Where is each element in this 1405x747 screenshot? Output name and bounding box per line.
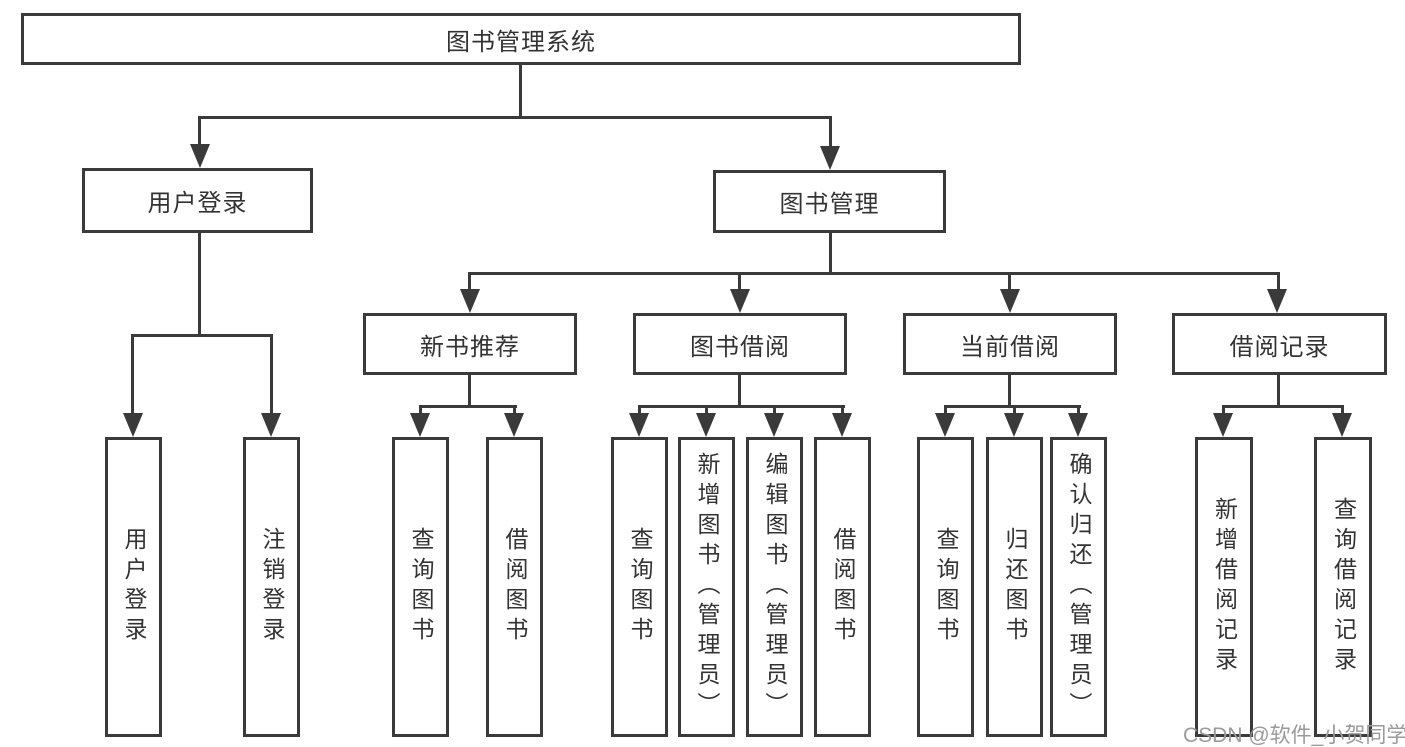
node-book-management: 图书管理 [713,170,946,233]
arrow-down-icon [832,413,852,437]
connector-root-to-user-login [198,116,201,148]
leaf-record-add: 新增借阅记录 [1195,437,1253,737]
leaf-user-login: 用户登录 [105,437,162,737]
connector-drop [1077,405,1080,418]
connector-user-login-bar [131,334,273,337]
connector-to-current-borrow [1008,272,1011,294]
leaf-user-login-label: 用户登录 [121,527,147,647]
connector-to-leaf-user-login [131,334,134,418]
leaf-logout-label: 注销登录 [259,527,285,647]
leaf-current-confirm-return-label: 确认归还（管理员） [1066,452,1092,722]
connector-drop [513,405,516,418]
connector-drop [638,405,641,418]
connector-drop [773,405,776,418]
node-user-login: 用户登录 [82,168,313,233]
leaf-borrow-borrow-book: 借阅图书 [814,437,871,737]
leaf-borrow-query-label: 查询图书 [627,527,653,647]
leaf-current-confirm-return: 确认归还（管理员） [1050,437,1107,737]
leaf-newbook-query-label: 查询图书 [408,527,434,647]
connector-user-login-stem [198,233,201,337]
connector-to-book-borrow [738,272,741,294]
connector-to-new-book-rec [468,272,471,294]
node-borrow-record: 借阅记录 [1172,313,1387,375]
connector-drop [1341,405,1344,418]
connector-current-borrow-bar [944,405,1081,408]
arrow-down-icon [1068,413,1088,437]
node-current-borrow: 当前借阅 [903,313,1117,375]
arrow-down-icon [730,289,750,313]
connector-book-mgmt-bar [468,272,1280,275]
arrow-down-icon [629,413,649,437]
leaf-newbook-borrow: 借阅图书 [486,437,543,737]
arrow-down-icon [696,413,716,437]
leaf-borrow-borrow-book-label: 借阅图书 [830,527,856,647]
arrow-down-icon [764,413,784,437]
leaf-borrow-add-book: 新增图书（管理员） [678,437,735,737]
node-new-book-recommend: 新书推荐 [363,313,577,375]
connector-borrow-record-bar [1222,405,1344,408]
connector-root-to-book-mgmt [829,116,832,150]
leaf-newbook-query: 查询图书 [392,437,449,737]
leaf-record-query-label: 查询借阅记录 [1330,497,1357,677]
connector-to-leaf-logout [270,334,273,418]
arrow-down-icon [460,289,480,313]
node-book-borrow: 图书借阅 [633,313,847,375]
connector-new-book-rec-stem [468,375,471,408]
leaf-borrow-edit-book: 编辑图书（管理员） [746,437,803,737]
connector-drop [1013,405,1016,418]
connector-book-borrow-bar [638,405,845,408]
arrow-down-icon [123,413,143,437]
connector-current-borrow-stem [1008,375,1011,408]
arrow-down-icon [190,144,210,168]
csdn-watermark: CSDN @软件_小贺同学 [1183,724,1405,747]
leaf-logout: 注销登录 [243,437,300,737]
arrow-down-icon [820,146,840,170]
connector-drop [841,405,844,418]
arrow-down-icon [410,413,430,437]
leaf-current-query: 查询图书 [917,437,974,737]
leaf-current-return: 归还图书 [986,437,1043,737]
arrow-down-icon [261,413,281,437]
connector-book-mgmt-stem [829,233,832,275]
connector-root-stem [519,64,522,118]
arrow-down-icon [1267,289,1287,313]
node-root: 图书管理系统 [21,13,1021,65]
arrow-down-icon [1332,413,1352,437]
connector-drop [419,405,422,418]
connector-root-bar [198,116,832,119]
arrow-down-icon [935,413,955,437]
leaf-borrow-add-book-label: 新增图书（管理员） [694,452,720,722]
arrow-down-icon [1000,289,1020,313]
connector-book-borrow-stem [738,375,741,408]
connector-drop [705,405,708,418]
arrow-down-icon [1213,413,1233,437]
leaf-current-query-label: 查询图书 [933,527,959,647]
leaf-newbook-borrow-label: 借阅图书 [502,527,528,647]
connector-new-book-rec-bar [419,405,517,408]
leaf-current-return-label: 归还图书 [1002,527,1028,647]
leaf-borrow-query: 查询图书 [611,437,668,737]
leaf-borrow-edit-book-label: 编辑图书（管理员） [762,452,788,722]
connector-drop [944,405,947,418]
connector-drop [1222,405,1225,418]
connector-borrow-record-stem [1277,375,1280,408]
connector-to-borrow-record [1277,272,1280,294]
arrow-down-icon [1004,413,1024,437]
leaf-record-query: 查询借阅记录 [1314,437,1372,737]
arrow-down-icon [504,413,524,437]
leaf-record-add-label: 新增借阅记录 [1211,497,1238,677]
